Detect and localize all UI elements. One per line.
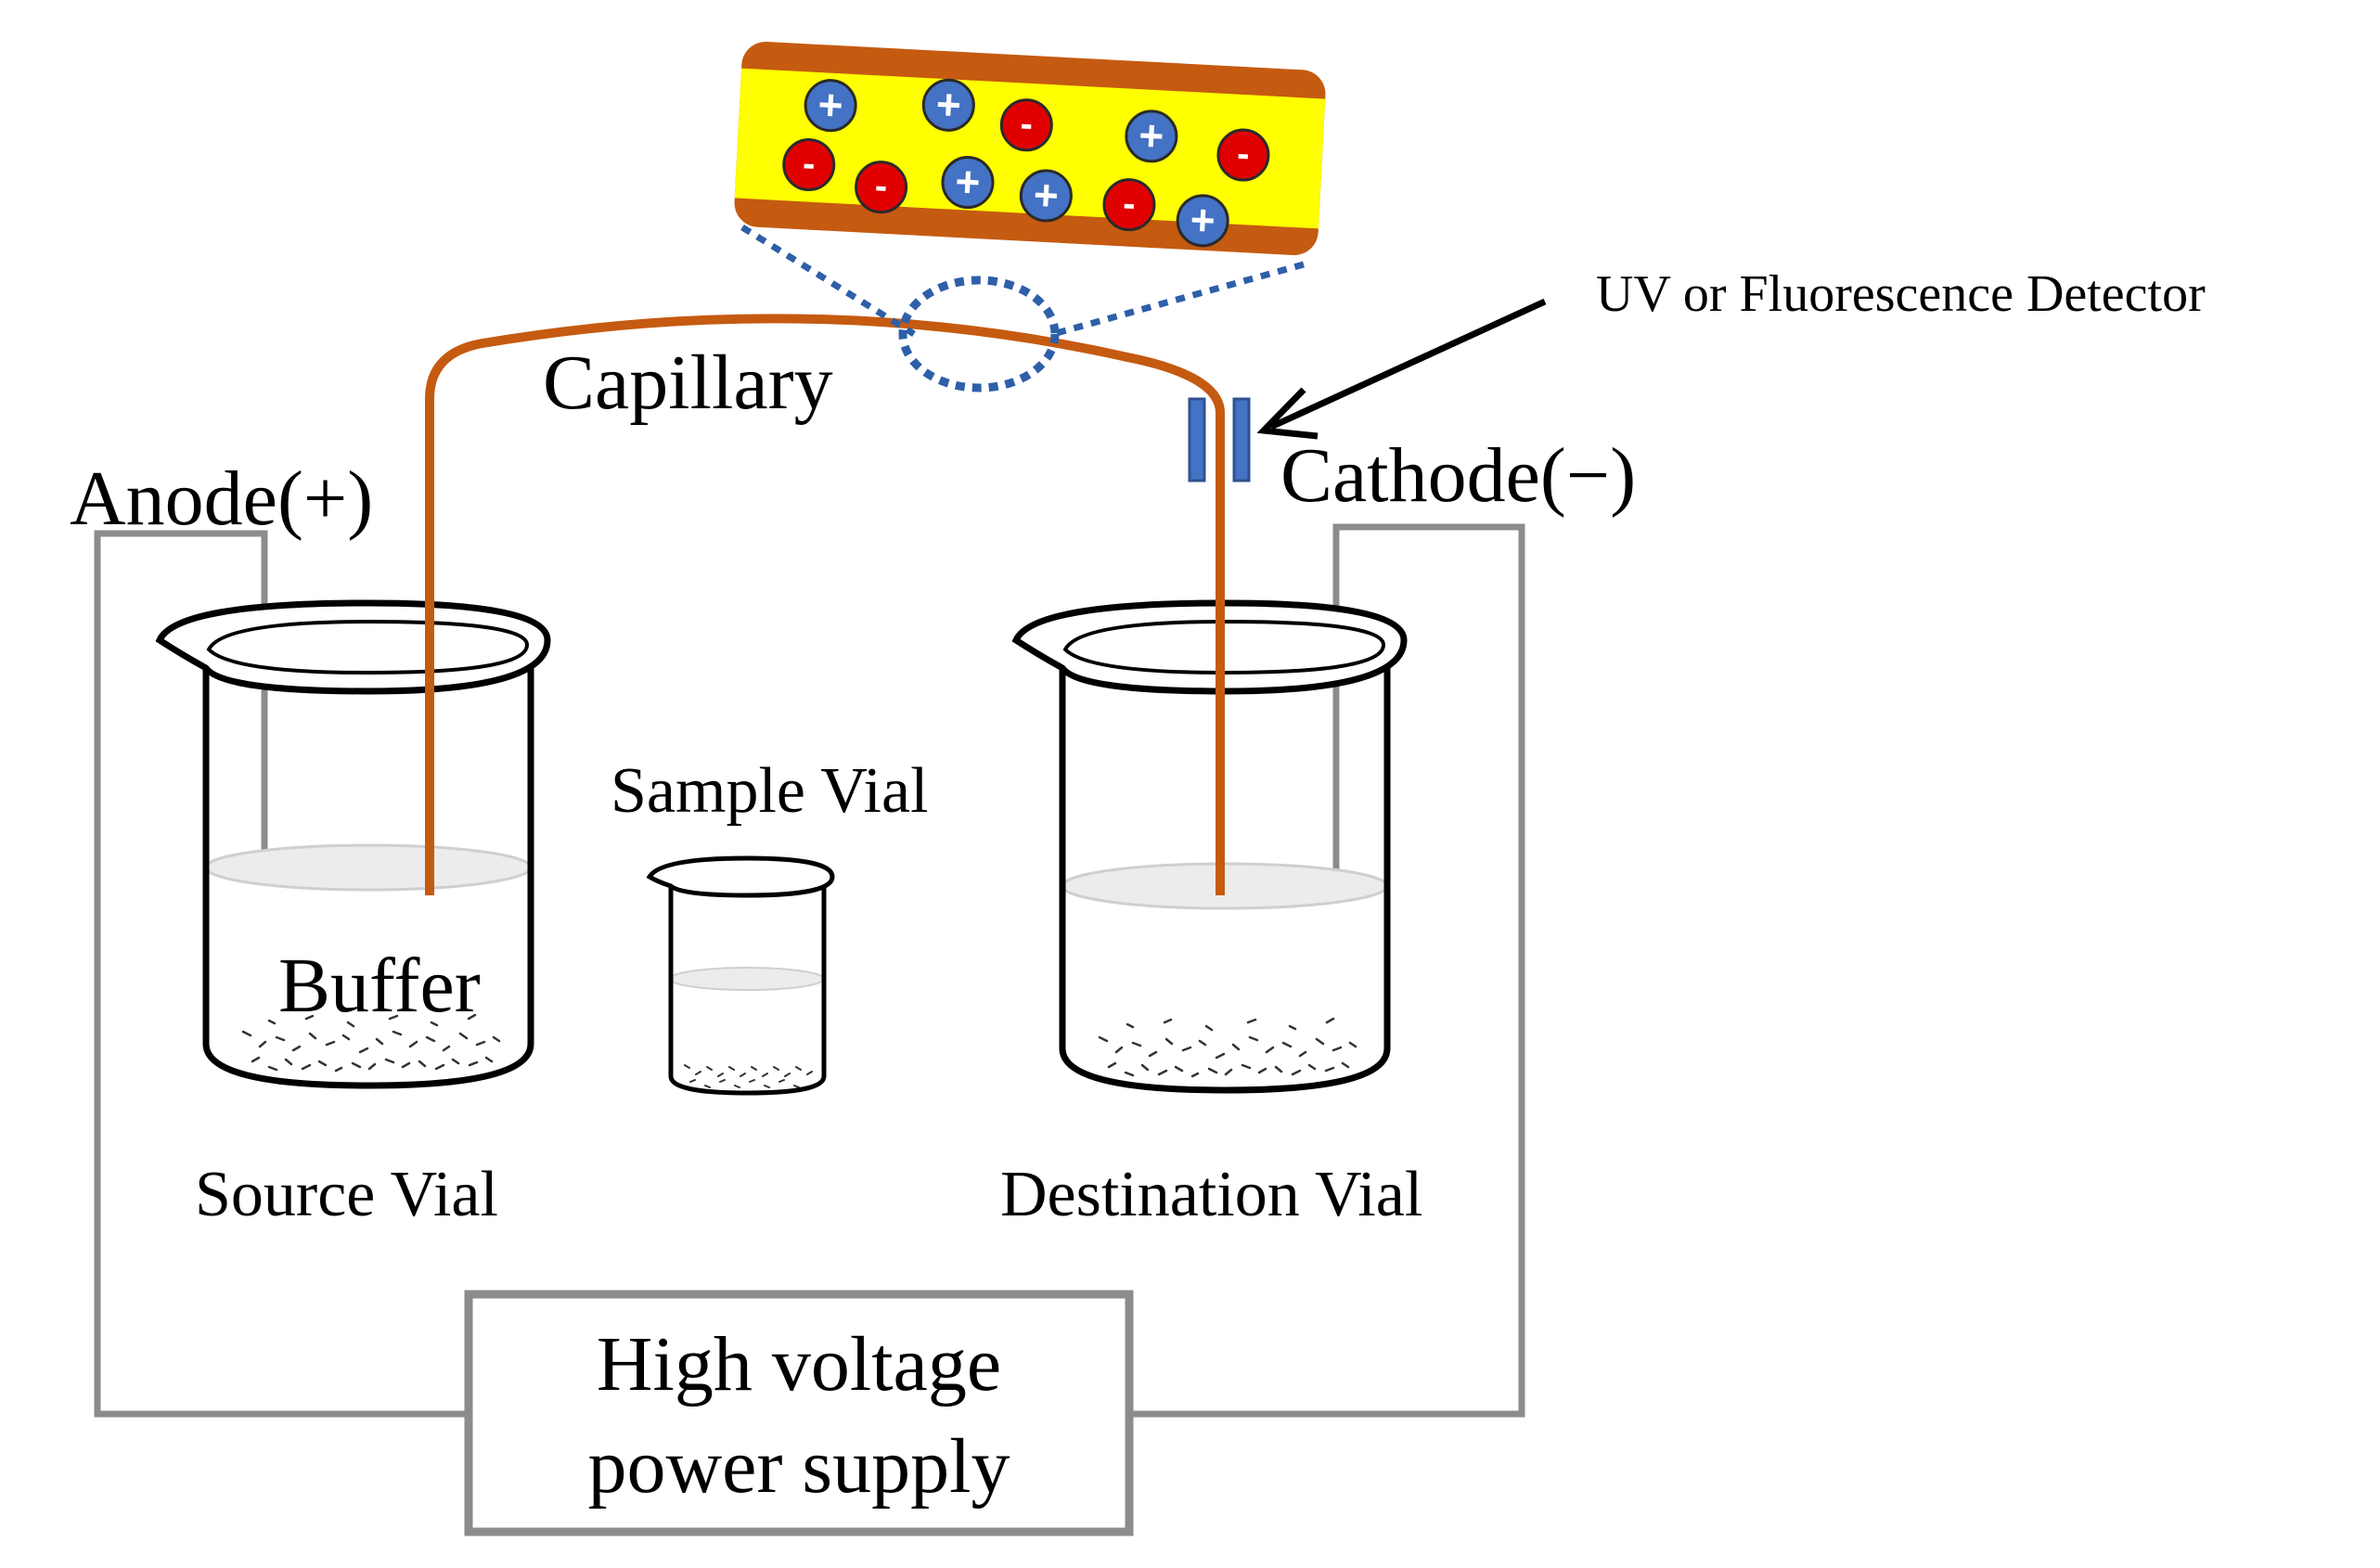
buffer-label: Buffer xyxy=(278,943,481,1029)
cation-sign: + xyxy=(954,157,982,206)
sample-vial-label: Sample Vial xyxy=(611,755,929,827)
cathode-label: Cathode(−) xyxy=(1280,432,1636,519)
cation-ion: + xyxy=(804,79,857,133)
cation-circle xyxy=(1125,109,1178,163)
detector xyxy=(1188,397,1251,482)
sample-vial xyxy=(646,855,835,1096)
anion-sign: - xyxy=(1236,134,1251,175)
detector-plate-right xyxy=(1232,397,1251,482)
destination-beaker xyxy=(1011,599,1408,1094)
destination-vial-label: Destination Vial xyxy=(1000,1159,1422,1230)
sample-vial-liquid xyxy=(670,978,825,1095)
power-supply-label-line1: High voltage xyxy=(597,1321,1001,1407)
anion-sign: - xyxy=(874,165,889,207)
cation-circle xyxy=(941,156,995,210)
anion-ion: - xyxy=(782,138,836,192)
detector-label: UV or Fluorescence Detector xyxy=(1596,265,2206,323)
anion-ion: - xyxy=(999,98,1053,152)
power-supply-box xyxy=(464,1290,1134,1536)
anion-sign: - xyxy=(1020,103,1035,145)
destination-beaker-rim-inner xyxy=(1062,619,1386,675)
cation-ion: + xyxy=(1125,109,1178,163)
destination-sediment xyxy=(1098,1017,1357,1078)
detector-arrow-head xyxy=(1256,387,1319,440)
capillary-label: Capillary xyxy=(543,340,833,426)
anion-circle xyxy=(1102,178,1156,232)
cation-circle xyxy=(921,78,975,132)
anode-label: Anode(+) xyxy=(70,456,373,542)
source-buffer-surface xyxy=(204,843,533,892)
cation-ion: + xyxy=(921,78,975,132)
anion-ion: - xyxy=(1216,128,1270,182)
zoom-circle xyxy=(898,276,1060,392)
cation-ion: + xyxy=(941,156,995,210)
source-beaker-glass xyxy=(202,668,534,1089)
source-beaker-rim-inner xyxy=(206,619,530,675)
sample-vial-glass xyxy=(668,881,827,1096)
cation-sign: + xyxy=(817,80,844,129)
cation-sign: + xyxy=(935,80,963,129)
source-sediment xyxy=(241,1013,501,1073)
destination-beaker-glass xyxy=(1059,668,1391,1094)
sample-vial-surface xyxy=(669,967,825,991)
capillary-tube xyxy=(425,314,1225,895)
anion-circle xyxy=(782,138,836,192)
power-supply: High voltage power supply xyxy=(464,1290,1134,1536)
source-beaker-rim xyxy=(155,599,551,695)
anion-sign: - xyxy=(802,143,817,185)
anion-ion: - xyxy=(855,161,908,214)
cation-sign: + xyxy=(1033,170,1061,219)
detector-arrow-line xyxy=(1269,298,1547,431)
cation-ion: + xyxy=(1019,169,1073,223)
anion-circle xyxy=(1216,128,1270,182)
anion-circle xyxy=(999,98,1053,152)
cation-circle xyxy=(1019,169,1073,223)
anion-circle xyxy=(855,161,908,214)
destination-buffer-liquid xyxy=(1061,884,1389,1092)
magnified-capillary: ++-+--+-+-+ xyxy=(734,41,1326,256)
sample-vial-sediment xyxy=(684,1064,813,1088)
cation-circle xyxy=(804,79,857,133)
cation-sign: + xyxy=(1138,110,1165,160)
ion-group: ++-+--+-+-+ xyxy=(782,78,1270,248)
power-supply-label-line2: power supply xyxy=(588,1423,1010,1510)
destination-beaker-rim xyxy=(1011,599,1408,695)
cation-circle xyxy=(1176,194,1229,248)
sample-vial-rim xyxy=(646,855,835,898)
anion-ion: - xyxy=(1102,178,1156,232)
source-beaker xyxy=(155,599,551,1089)
detector-plate-left xyxy=(1188,397,1206,482)
source-vial-label: Source Vial xyxy=(195,1159,498,1230)
cation-sign: + xyxy=(1189,195,1216,244)
cation-ion: + xyxy=(1176,194,1229,248)
anion-sign: - xyxy=(1122,183,1137,225)
zoom-line-right xyxy=(1052,261,1305,338)
